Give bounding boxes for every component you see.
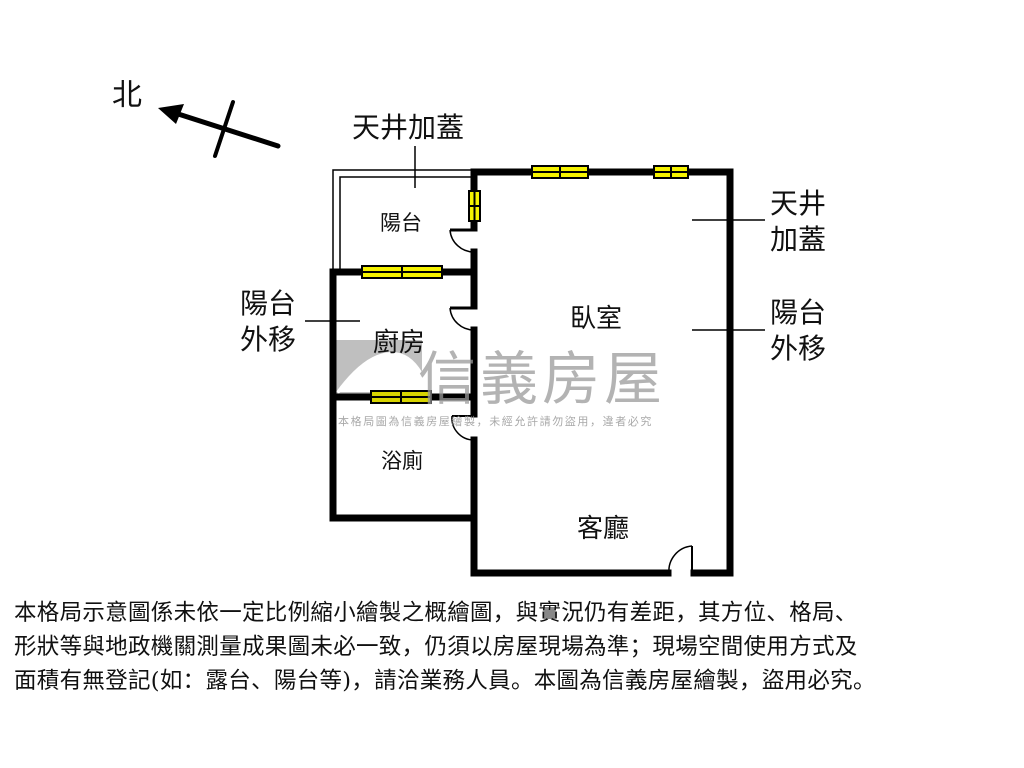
window-bath-top — [370, 390, 432, 404]
doors — [449, 228, 693, 574]
leader-lines — [305, 146, 765, 331]
window-top-left — [531, 165, 589, 179]
disclaimer-line-1: 本格局示意圖係未依一定比例縮小繪製之概繪圖，與實況仍有差距，其方位、格局、 — [14, 600, 858, 626]
door-entrance — [668, 545, 693, 574]
window-balcony-side — [468, 190, 481, 222]
disclaimer: 本格局示意圖係未依一定比例縮小繪製之概繪圖，與實況仍有差距，其方位、格局、 形狀… — [14, 596, 1014, 698]
windows — [361, 165, 689, 404]
watermark-brand: 信義房屋 — [418, 345, 667, 413]
disclaimer-line-3: 面積有無登記(如：露台、陽台等)，請洽業務人員。本圖為信義房屋繪製，盜用必究。 — [14, 668, 876, 694]
annotation-right-skylight-2: 加蓋 — [770, 223, 827, 256]
door-bathroom — [451, 415, 475, 441]
annotation-left-balcony-2: 外移 — [240, 323, 297, 356]
balcony-outline — [332, 169, 474, 272]
disclaimer-line-2: 形狀等與地政機關測量成果圖未必一致，仍須以房屋現場為準；現場空間使用方式及 — [14, 634, 858, 660]
room-living: 客廳 — [577, 514, 630, 544]
watermark-notice: 本格局圖為信義房屋繪製，未經允許請勿盜用，違者必究 — [338, 415, 653, 428]
door-balcony — [449, 228, 475, 253]
walls — [329, 168, 734, 577]
room-balcony: 陽台 — [380, 211, 422, 235]
watermark-logo-icon — [336, 340, 422, 396]
annotation-right-balcony-2: 外移 — [770, 332, 827, 365]
room-bathroom: 浴廁 — [381, 449, 423, 473]
north-arrow-icon — [158, 100, 281, 158]
north-label: 北 — [112, 78, 142, 113]
annotation-left-balcony-1: 陽台 — [240, 287, 297, 320]
door-kitchen — [449, 306, 475, 331]
annotation-top-skylight: 天井加蓋 — [352, 111, 465, 144]
annotation-right-balcony-1: 陽台 — [770, 296, 827, 329]
window-kitchen-top — [361, 265, 443, 279]
window-top-right — [653, 165, 689, 179]
annotation-right-skylight-1: 天井 — [770, 187, 827, 220]
room-kitchen: 廚房 — [373, 328, 426, 358]
room-bedroom: 臥室 — [570, 304, 623, 334]
floor-plan — [158, 100, 765, 577]
